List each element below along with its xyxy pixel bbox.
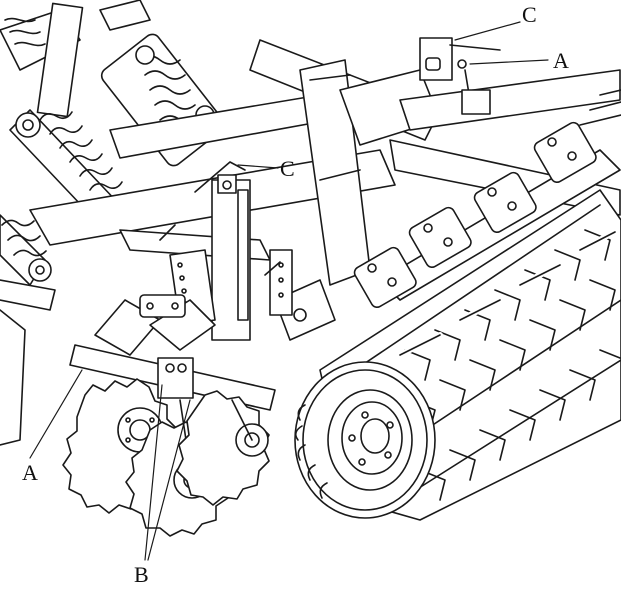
- leader-c-top: [454, 21, 521, 41]
- leader-b-2: [147, 399, 191, 561]
- leader-c-mid: [237, 164, 279, 169]
- main-frame: [29, 39, 621, 286]
- coil-spring-far-left: [0, 214, 56, 446]
- callout-label-c-top: C: [522, 2, 537, 27]
- leader-lines: [29, 21, 549, 561]
- leader-a-left: [29, 369, 83, 459]
- transport-wheel: [294, 361, 436, 519]
- callout-label-b-bottom: B: [134, 562, 149, 587]
- leader-a-right: [469, 59, 549, 65]
- leader-b-1: [144, 384, 163, 561]
- spring-assembly-upper-left: [0, 0, 151, 118]
- center-adjustment-post: [159, 161, 293, 341]
- serrated-disc-right: [176, 390, 270, 506]
- leveling-bar: [69, 294, 276, 411]
- callout-label-a-right: A: [553, 48, 569, 73]
- callout-label-a-left: A: [22, 460, 38, 485]
- callout-label-c-middle: C: [280, 156, 295, 181]
- top-right-bracket: [419, 37, 501, 115]
